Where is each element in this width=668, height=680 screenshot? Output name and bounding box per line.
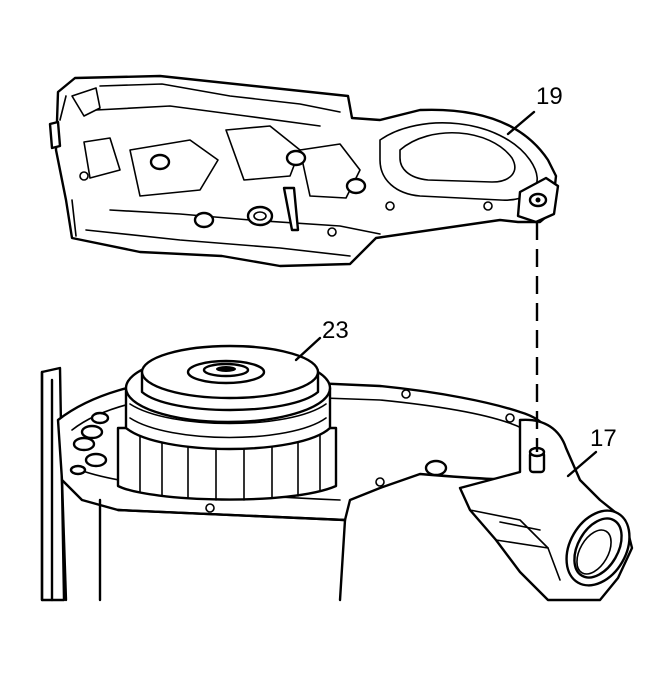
- rotor-assembly: [116, 344, 338, 501]
- callout-label-rotor: 23: [322, 317, 349, 344]
- upper-cover: [48, 74, 560, 268]
- callout-label-housing: 17: [590, 425, 617, 452]
- housing-bores: [69, 411, 110, 476]
- callout-label-cover: 19: [536, 83, 563, 110]
- callout-leaders: [294, 110, 598, 478]
- cover-bosses: [79, 149, 493, 237]
